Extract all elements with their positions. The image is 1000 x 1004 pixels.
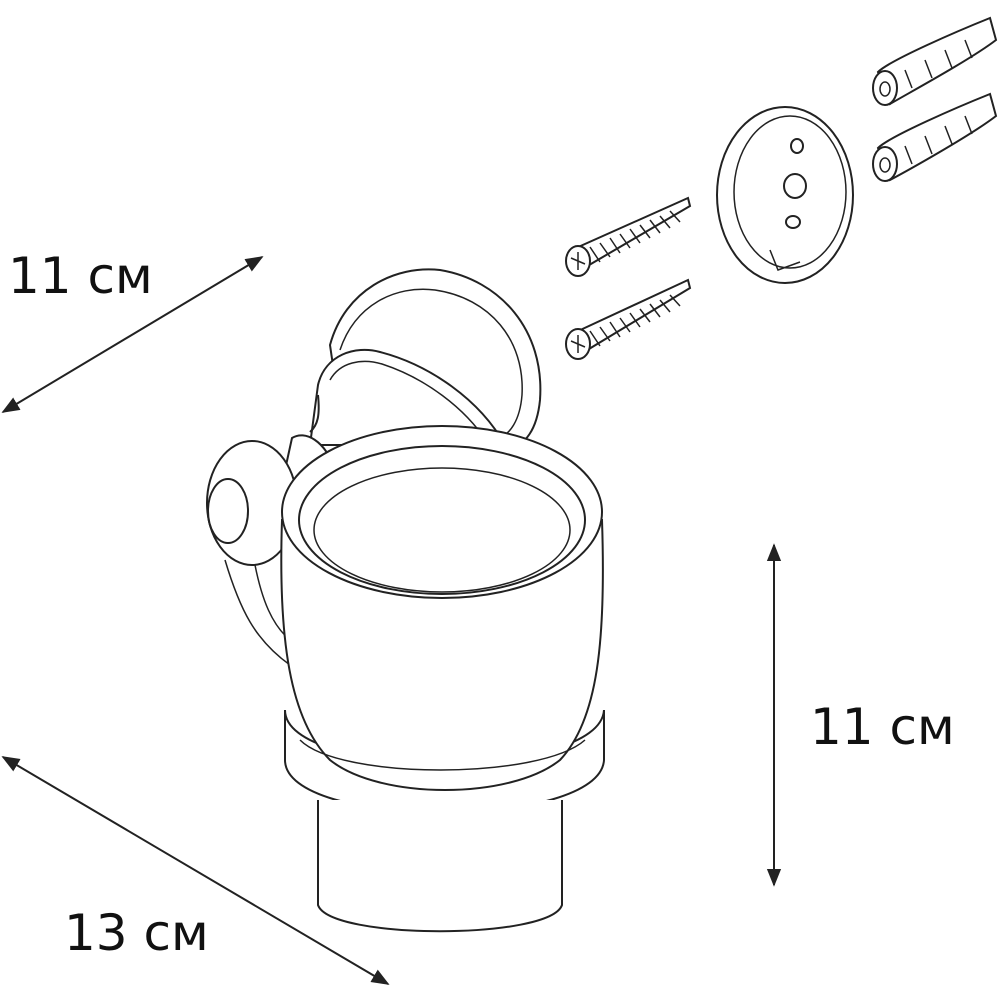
wall-plug-top xyxy=(872,16,998,106)
wall-plug-bottom xyxy=(872,92,998,182)
depth-dimension-label: 11 см xyxy=(8,247,153,305)
mounting-bracket xyxy=(716,106,854,284)
depth-dimension-arrow xyxy=(1,256,264,413)
mounting-screw-bottom xyxy=(565,278,692,360)
wall-mount-plate xyxy=(308,268,542,449)
height-dimension-label: 11 см xyxy=(810,698,955,756)
width-dimension-label: 13 см xyxy=(64,904,209,962)
width-dimension-arrow xyxy=(1,756,390,985)
mounting-screw-top xyxy=(565,196,692,277)
tumbler-cup xyxy=(280,425,605,933)
